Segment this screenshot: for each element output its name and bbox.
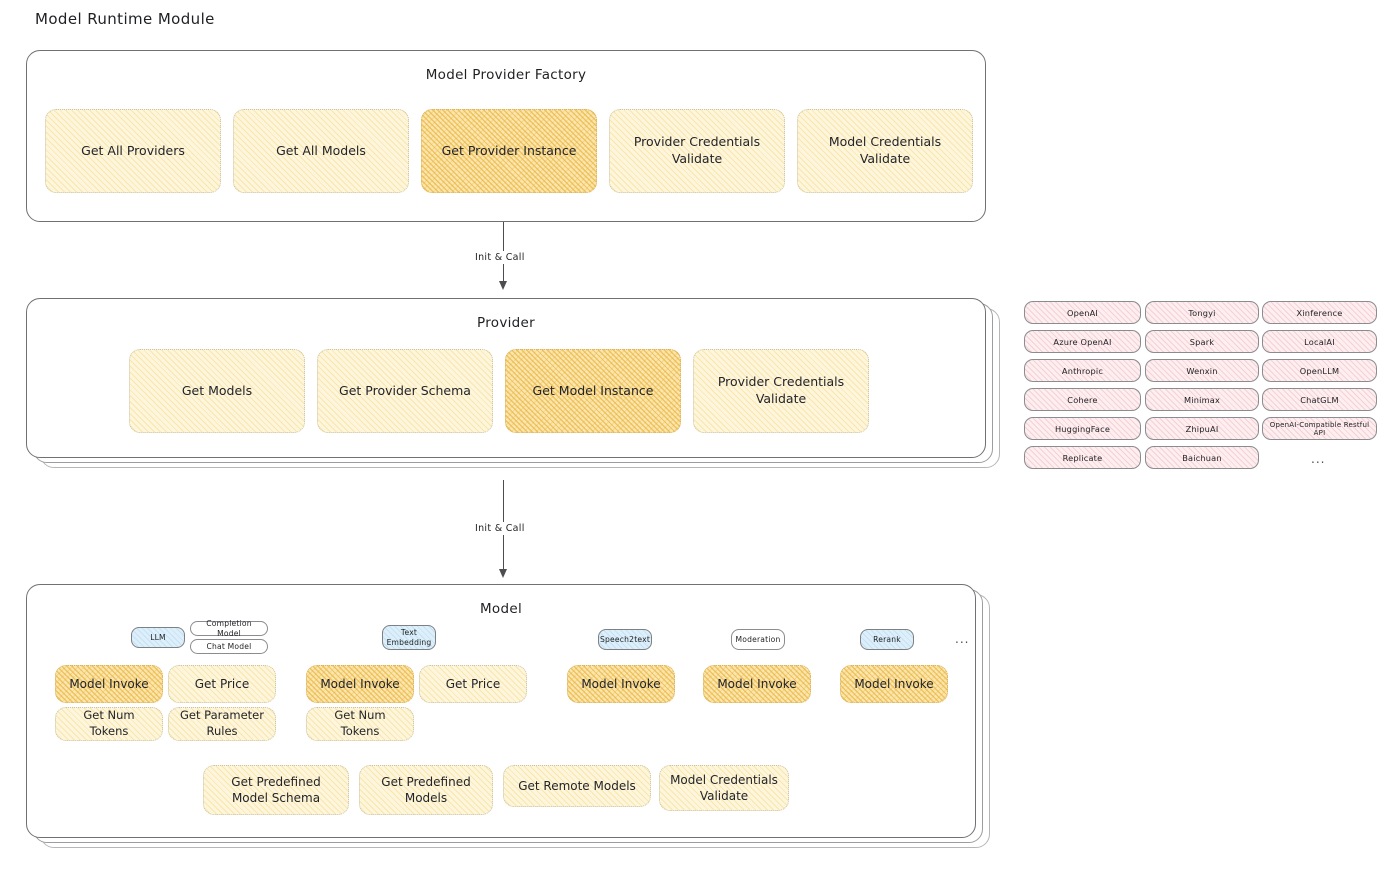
provider-pill-baichuan[interactable]: Baichuan: [1145, 446, 1259, 469]
arrow-provider-to-model-head: [499, 569, 507, 578]
provider-pill-tongyi[interactable]: Tongyi: [1145, 301, 1259, 324]
factory-method-get-all-models[interactable]: Get All Models: [233, 109, 409, 193]
model-method-llm-get-num-tokens[interactable]: Get Num Tokens: [55, 707, 163, 741]
provider-method-get-provider-schema[interactable]: Get Provider Schema: [317, 349, 493, 433]
arrow-factory-to-provider-head: [499, 281, 507, 290]
model-title: Model: [479, 601, 523, 617]
model-provider-factory-card: Model Provider Factory Get All Providers…: [26, 50, 986, 222]
model-provider-factory-title: Model Provider Factory: [425, 67, 587, 83]
model-method-rerank-model-invoke[interactable]: Model Invoke: [840, 665, 948, 703]
provider-pill-chatglm[interactable]: ChatGLM: [1262, 388, 1377, 411]
provider-list-more-ellipsis: ...: [1311, 452, 1326, 466]
provider-pill-openai-compatible-restful-api[interactable]: OpenAI-Compatible Restful API: [1262, 417, 1377, 440]
model-method-text-embedding-get-price[interactable]: Get Price: [419, 665, 527, 703]
factory-method-provider-credentials-validate[interactable]: Provider Credentials Validate: [609, 109, 785, 193]
factory-method-get-all-providers[interactable]: Get All Providers: [45, 109, 221, 193]
model-shared-method-get-remote-models[interactable]: Get Remote Models: [503, 765, 651, 807]
model-card: Model LLM Completion Model Chat Model Mo…: [26, 584, 976, 838]
model-method-text-embedding-get-num-tokens[interactable]: Get Num Tokens: [306, 707, 414, 741]
model-method-speech2text-model-invoke[interactable]: Model Invoke: [567, 665, 675, 703]
provider-pill-openllm[interactable]: OpenLLM: [1262, 359, 1377, 382]
model-shared-method-get-predefined-model-schema[interactable]: Get Predefined Model Schema: [203, 765, 349, 815]
provider-pill-xinference[interactable]: Xinference: [1262, 301, 1377, 324]
model-method-llm-get-price[interactable]: Get Price: [168, 665, 276, 703]
model-method-llm-get-parameter-rules[interactable]: Get Parameter Rules: [168, 707, 276, 741]
factory-method-get-provider-instance[interactable]: Get Provider Instance: [421, 109, 597, 193]
provider-title: Provider: [477, 315, 535, 331]
page-title: Model Runtime Module: [35, 10, 215, 28]
provider-pill-azure-openai[interactable]: Azure OpenAI: [1024, 330, 1141, 353]
model-method-llm-model-invoke[interactable]: Model Invoke: [55, 665, 163, 703]
model-shared-method-get-predefined-models[interactable]: Get Predefined Models: [359, 765, 493, 815]
arrow-provider-to-model-label: Init & Call: [471, 522, 529, 535]
provider-method-get-model-instance[interactable]: Get Model Instance: [505, 349, 681, 433]
provider-pill-localai[interactable]: LocalAI: [1262, 330, 1377, 353]
model-badge-llm[interactable]: LLM: [131, 627, 185, 648]
model-sub-badge-chat-model[interactable]: Chat Model: [190, 639, 268, 654]
provider-pill-wenxin[interactable]: Wenxin: [1145, 359, 1259, 382]
provider-method-get-models[interactable]: Get Models: [129, 349, 305, 433]
model-method-text-embedding-model-invoke[interactable]: Model Invoke: [306, 665, 414, 703]
model-badge-moderation[interactable]: Moderation: [731, 629, 785, 650]
provider-pill-huggingface[interactable]: HuggingFace: [1024, 417, 1141, 440]
provider-pill-replicate[interactable]: Replicate: [1024, 446, 1141, 469]
provider-pill-cohere[interactable]: Cohere: [1024, 388, 1141, 411]
provider-pill-spark[interactable]: Spark: [1145, 330, 1259, 353]
provider-pill-minimax[interactable]: Minimax: [1145, 388, 1259, 411]
model-badge-rerank[interactable]: Rerank: [860, 629, 914, 650]
provider-method-provider-credentials-validate[interactable]: Provider Credentials Validate: [693, 349, 869, 433]
model-shared-method-model-credentials-validate[interactable]: Model Credentials Validate: [659, 765, 789, 811]
model-badge-speech2text[interactable]: Speech2text: [598, 629, 652, 650]
provider-card: Provider Get Models Get Provider Schema …: [26, 298, 986, 458]
provider-pill-anthropic[interactable]: Anthropic: [1024, 359, 1141, 382]
model-method-moderation-model-invoke[interactable]: Model Invoke: [703, 665, 811, 703]
provider-pill-zhipuai[interactable]: ZhipuAI: [1145, 417, 1259, 440]
provider-pill-openai[interactable]: OpenAI: [1024, 301, 1141, 324]
model-sub-badge-completion-model[interactable]: Completion Model: [190, 619, 268, 638]
arrow-factory-to-provider-label: Init & Call: [471, 251, 529, 264]
model-groups-more-ellipsis: ...: [955, 632, 970, 646]
model-badge-text-embedding[interactable]: Text Embedding: [382, 625, 436, 650]
factory-method-model-credentials-validate[interactable]: Model Credentials Validate: [797, 109, 973, 193]
